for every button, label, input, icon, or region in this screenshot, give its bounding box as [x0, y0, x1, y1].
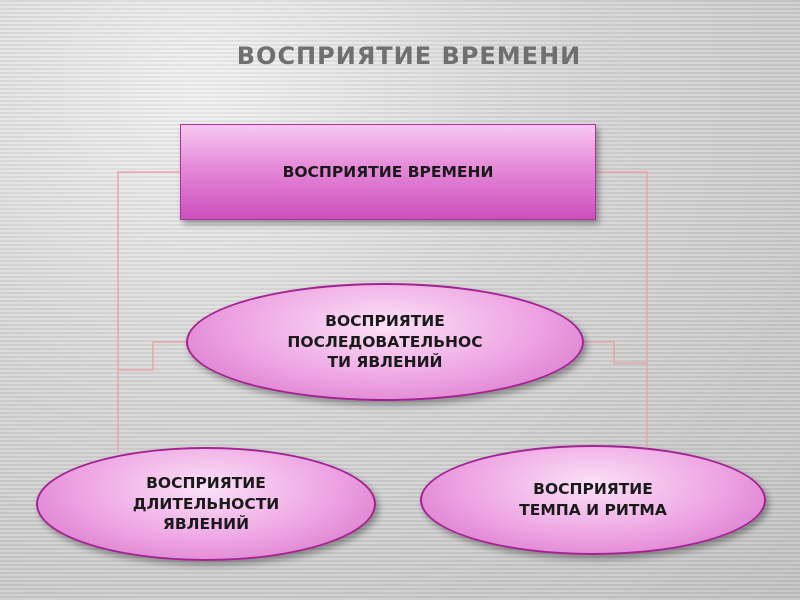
connector-root-right [596, 171, 648, 447]
duration-ellipse-label: ВОСПРИЯТИЕ ДЛИТЕЛЬНОСТИ ЯВЛЕНИЙ [132, 473, 280, 534]
tempo-ellipse: ВОСПРИЯТИЕ ТЕМПА И РИТМА [420, 445, 766, 555]
connector-center-left [118, 341, 188, 371]
connector-center-right [584, 341, 647, 364]
sequence-ellipse-label: ВОСПРИЯТИЕ ПОСЛЕДОВАТЕЛЬНОС ТИ ЯВЛЕНИЙ [287, 311, 483, 372]
duration-ellipse: ВОСПРИЯТИЕ ДЛИТЕЛЬНОСТИ ЯВЛЕНИЙ [36, 447, 376, 561]
root-box-label: ВОСПРИЯТИЕ ВРЕМЕНИ [282, 162, 494, 181]
connector-root-left [117, 171, 180, 452]
tempo-ellipse-label: ВОСПРИЯТИЕ ТЕМПА И РИТМА [519, 480, 667, 519]
root-box: ВОСПРИЯТИЕ ВРЕМЕНИ [180, 124, 596, 220]
slide-title: ВОСПРИЯТИЕ ВРЕМЕНИ [236, 42, 582, 70]
sequence-ellipse: ВОСПРИЯТИЕ ПОСЛЕДОВАТЕЛЬНОС ТИ ЯВЛЕНИЙ [186, 283, 584, 401]
